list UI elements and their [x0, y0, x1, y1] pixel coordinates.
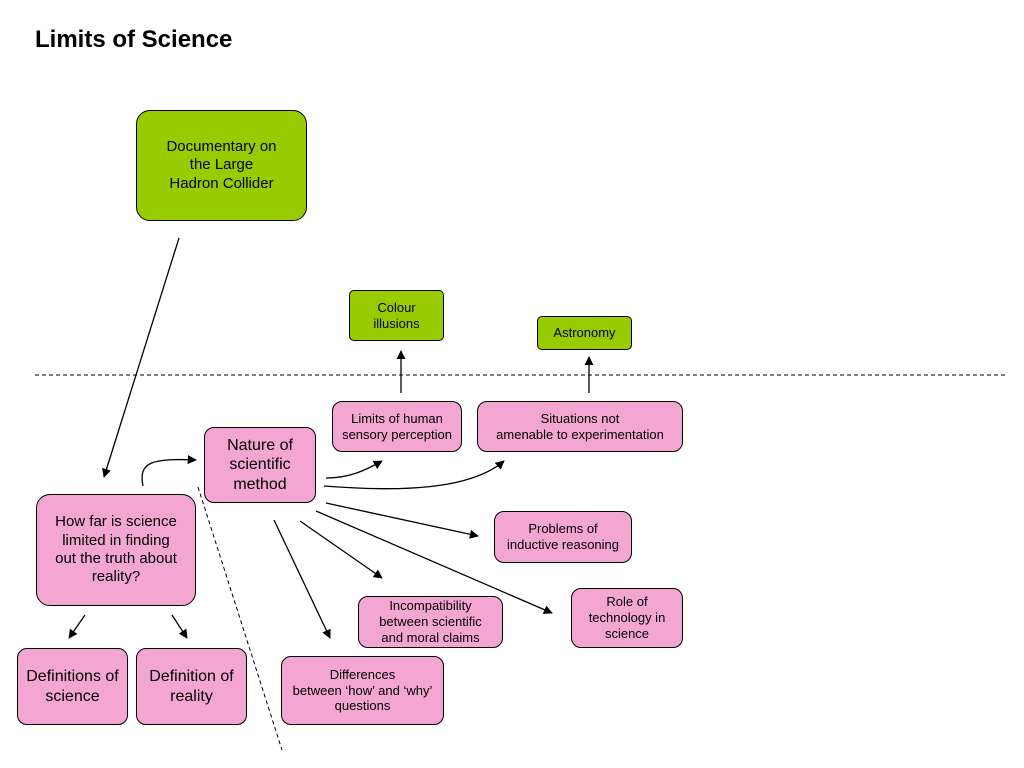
- arrow-question-to-method: [141, 455, 197, 487]
- node-colour-illusions: Colour illusions: [349, 290, 444, 341]
- node-role-technology: Role of technology in science: [571, 588, 683, 648]
- node-definitions-science: Definitions of science: [17, 648, 128, 725]
- arrow-method-to-induction: [325, 502, 479, 539]
- node-astronomy: Astronomy: [537, 316, 632, 350]
- node-situations: Situations not amenable to experimentati…: [477, 401, 683, 452]
- arrow-method-to-situations: [323, 460, 505, 490]
- arrow-question-to-definitions-science: [68, 614, 86, 639]
- arrow-method-to-technology: [315, 510, 553, 614]
- page-title: Limits of Science: [35, 26, 233, 53]
- node-documentary: Documentary on the Large Hadron Collider: [136, 110, 307, 221]
- node-problems-induction: Problems of inductive reasoning: [494, 511, 632, 563]
- node-central-question: How far is science limited in finding ou…: [36, 494, 196, 606]
- arrow-method-to-howwhy: [273, 519, 331, 639]
- arrow-documentary-to-question: [102, 237, 180, 478]
- node-incompatibility: Incompatibility between scientific and m…: [358, 596, 503, 648]
- arrow-question-to-definition-reality: [171, 614, 188, 639]
- arrow-method-to-perception: [325, 460, 383, 479]
- arrow-method-to-incompatibility: [299, 520, 383, 579]
- node-how-why: Differences between ‘how’ and ‘why’ ques…: [281, 656, 444, 725]
- node-limits-perception: Limits of human sensory perception: [332, 401, 462, 452]
- node-nature-method: Nature of scientific method: [204, 427, 316, 503]
- node-definition-reality: Definition of reality: [136, 648, 247, 725]
